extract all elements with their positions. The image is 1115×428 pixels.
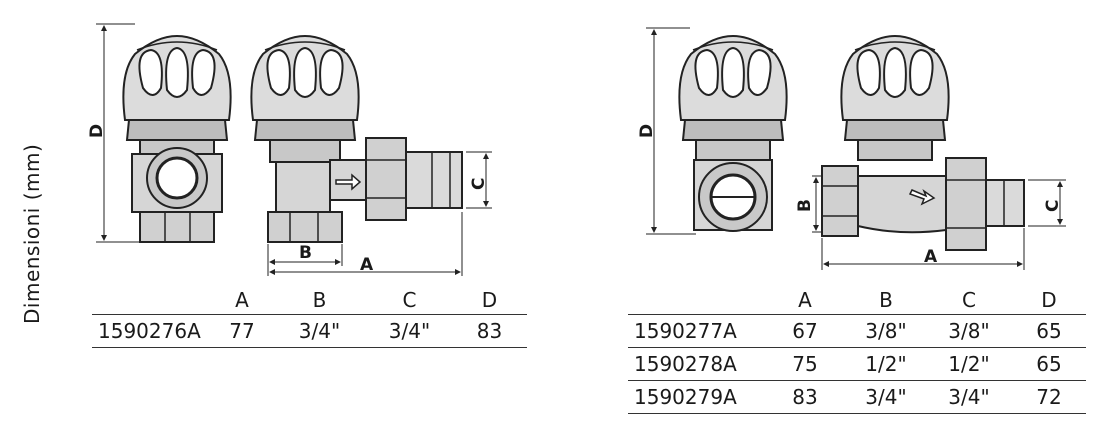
table-row: 1590276A 77 3/4" 3/4" 83 [92,314,527,348]
value-cell: 77 [212,314,272,348]
header-cell: B [272,286,367,315]
value-cell: 3/4" [926,380,1012,414]
dimensions-table-left: A B C D 1590276A 77 3/4" 3/4" 83 [92,286,527,348]
dim-label-a-left: A [360,255,374,275]
value-cell: 83 [452,314,527,348]
header-cell [92,286,212,315]
table-row: 1590277A 67 3/8" 3/8" 65 [628,314,1086,348]
table-row: 1590279A 83 3/4" 3/4" 72 [628,380,1086,414]
value-cell: 75 [764,347,846,381]
product-code-cell: 1590278A [628,347,764,381]
valve-front-view-right [678,35,788,232]
header-cell: C [367,286,452,315]
value-cell: 3/4" [272,314,367,348]
table-row: 1590278A 75 1/2" 1/2" 65 [628,347,1086,381]
value-cell: 3/4" [367,314,452,348]
value-cell: 83 [764,380,846,414]
dim-label-c-left: C [469,178,489,190]
value-cell: 1/2" [846,347,926,381]
header-cell: D [452,286,527,315]
value-cell: 65 [1012,347,1086,381]
value-cell: 3/8" [926,314,1012,348]
dim-label-b-right: B [795,199,815,212]
dimensions-table-right: A B C D 1590277A 67 3/8" 3/8" 65 1590278… [628,286,1086,414]
header-cell: A [212,286,272,315]
dim-label-a-right: A [924,247,938,267]
value-cell: 72 [1012,380,1086,414]
table-header-row: A B C D [628,286,1086,315]
dim-label-b-left: B [299,243,312,263]
product-code-cell: 1590279A [628,380,764,414]
table-header-row: A B C D [92,286,527,315]
product-code-cell: 1590277A [628,314,764,348]
dim-label-d-left: D [87,124,107,138]
value-cell: 3/8" [846,314,926,348]
dimension-lines-left [96,23,492,276]
header-cell [628,286,764,315]
dim-label-c-right: C [1043,200,1063,212]
dim-label-d-right: D [637,124,657,138]
header-cell: C [926,286,1012,315]
dimension-lines-right [646,27,1066,270]
valve-front-view-left [122,35,232,243]
value-cell: 67 [764,314,846,348]
header-cell: D [1012,286,1086,315]
value-cell: 1/2" [926,347,1012,381]
value-cell: 65 [1012,314,1086,348]
valve-side-view-left [250,35,463,243]
product-code-cell: 1590276A [92,314,212,348]
valve-side-view-right [821,35,1025,251]
header-cell: B [846,286,926,315]
value-cell: 3/4" [846,380,926,414]
header-cell: A [764,286,846,315]
